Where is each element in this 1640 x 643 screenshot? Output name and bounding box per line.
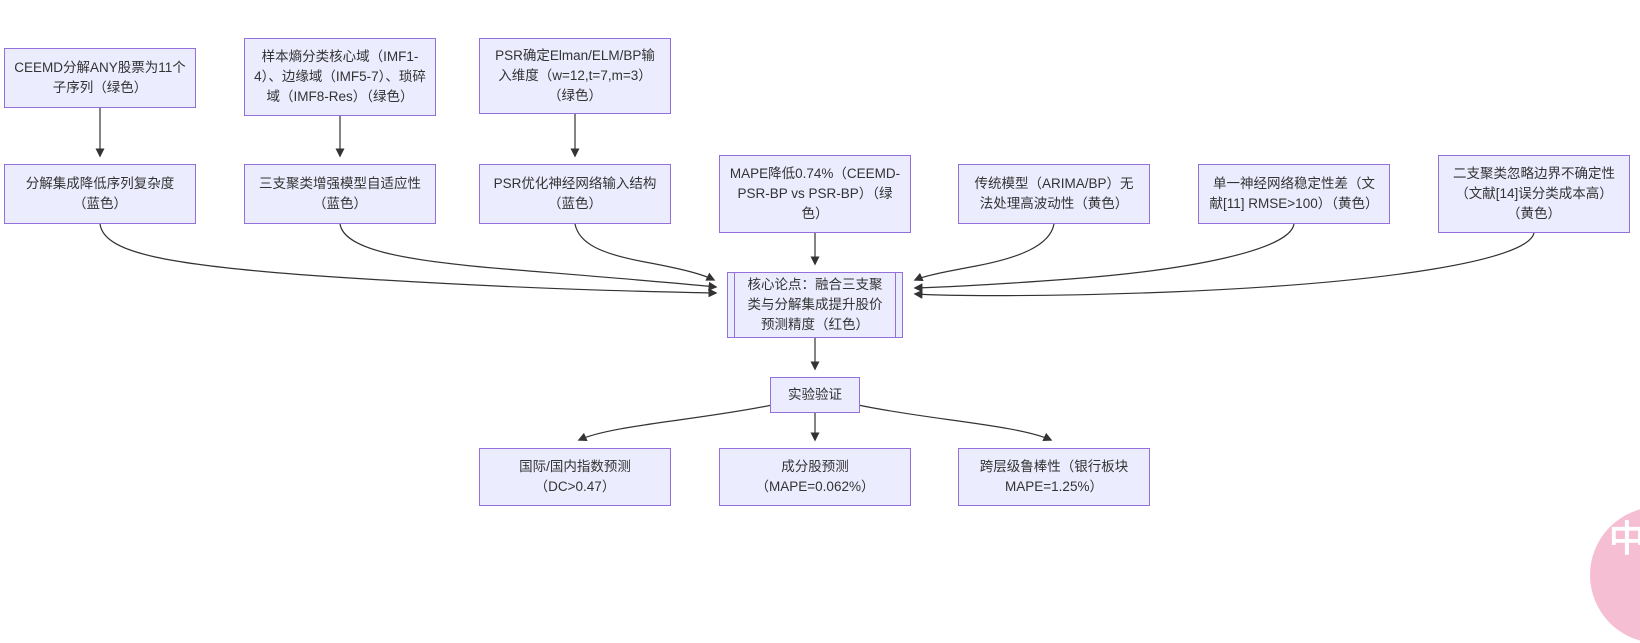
chinese-glyph-icon: 中: [1609, 518, 1640, 559]
node-two-way-cluster: 二支聚类忽略边界不确定性（文献[14]误分类成本高）（黄色）: [1438, 155, 1630, 233]
node-three-way-adaptive: 三支聚类增强模型自适应性（蓝色）: [244, 164, 436, 224]
node-single-nn: 单一神经网络稳定性差（文献[11] RMSE>100）（黄色）: [1198, 164, 1390, 224]
node-ceemd-decompose: CEEMD分解ANY股票为11个子序列（绿色）: [4, 48, 196, 108]
node-psr-optimize: PSR优化神经网络输入结构（蓝色）: [479, 164, 671, 224]
edge-experiment-to-index: [577, 404, 773, 442]
node-mape-reduce: MAPE降低0.74%（CEEMD-PSR-BP vs PSR-BP）（绿色）: [719, 155, 911, 233]
edge-twoway-to-core: [913, 232, 1535, 299]
node-experiment: 实验验证: [770, 377, 860, 413]
edge-threeway-to-core: [339, 223, 718, 291]
edge-traditional-to-core: [913, 223, 1055, 282]
node-robustness: 跨层级鲁棒性（银行板块 MAPE=1.25%）: [958, 448, 1150, 506]
node-psr-dimension: PSR确定Elman/ELM/BP输入维度（w=12,t=7,m=3）（绿色）: [479, 38, 671, 114]
node-component-predict: 成分股预测（MAPE=0.062%）: [719, 448, 911, 506]
edge-decompose-to-core: [99, 223, 718, 298]
node-core-thesis: 核心论点：融合三支聚类与分解集成提升股价预测精度（红色）: [727, 272, 903, 338]
edge-experiment-to-robustness: [857, 404, 1053, 442]
edges-layer: [95, 108, 1535, 442]
node-sample-entropy: 样本熵分类核心域（IMF1-4）、边缘域（IMF5-7）、琐碎域（IMF8-Re…: [244, 38, 436, 116]
edge-singlenn-to-core: [913, 223, 1295, 293]
node-traditional-model: 传统模型（ARIMA/BP）无法处理高波动性（黄色）: [958, 164, 1150, 224]
node-index-predict: 国际/国内指数预测（DC>0.47）: [479, 448, 671, 506]
edge-psropt-to-core: [574, 223, 716, 281]
node-decompose-integrate: 分解集成降低序列复杂度（蓝色）: [4, 164, 196, 224]
